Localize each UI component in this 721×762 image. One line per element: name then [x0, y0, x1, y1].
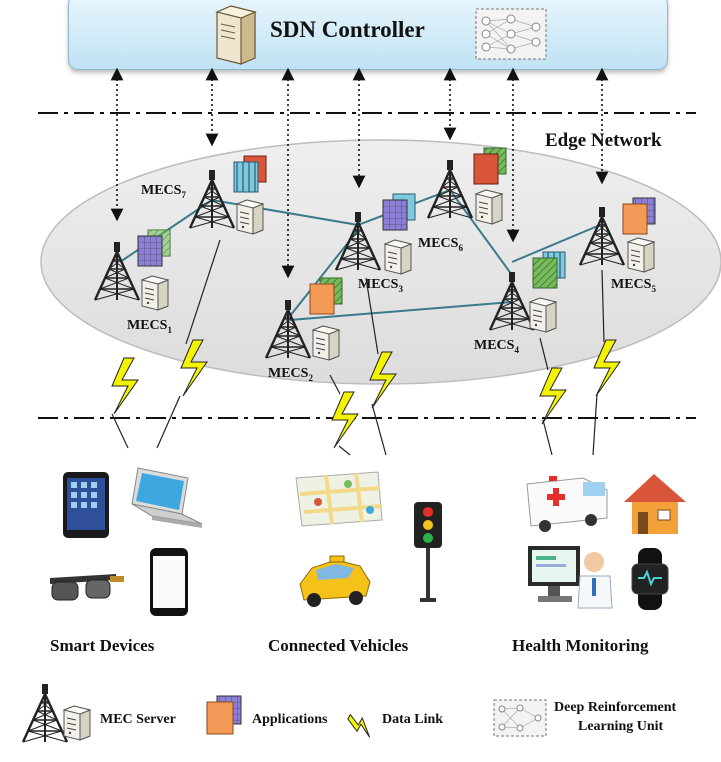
- legend-data-link-label: Data Link: [382, 712, 444, 727]
- mecs-label-3: MECS3: [358, 277, 403, 294]
- smartphone-icon: [150, 548, 188, 616]
- category-health-monitoring: Health Monitoring: [512, 636, 649, 655]
- legend-drl-label-line1: Deep Reinforcement: [554, 700, 677, 715]
- legend-drl-label-line2: Learning Unit: [578, 719, 664, 734]
- house-icon: [624, 474, 686, 534]
- mecs-label-5: MECS5: [611, 277, 656, 294]
- server-icon: [627, 237, 655, 273]
- tablet-icon: [63, 472, 109, 538]
- server-icon: [312, 325, 340, 361]
- category-connected-vehicles: Connected Vehicles: [268, 636, 409, 655]
- legend-application-icon: [206, 695, 242, 735]
- application-stack-icon: [382, 193, 416, 231]
- application-stack-icon: [532, 251, 566, 289]
- mecs-label-1: MECS1: [127, 318, 172, 335]
- server-icon: [236, 199, 264, 235]
- legend-neural-network-icon: [493, 699, 547, 737]
- lightning-link-icon: [539, 367, 567, 425]
- lightning-link-icon: [331, 391, 359, 449]
- server-icon: [141, 275, 169, 311]
- application-stack-icon: [137, 229, 171, 267]
- controller-neural-network-icon: [475, 8, 547, 60]
- sdn-controller-box: [68, 0, 668, 70]
- application-stack-icon: [622, 197, 656, 235]
- controller-server-icon: [215, 5, 257, 65]
- legend-lightning-icon: [347, 713, 371, 738]
- taxi-car-icon: [299, 555, 371, 607]
- server-icon: [384, 239, 412, 275]
- controller-title: SDN Controller: [270, 17, 425, 42]
- ambulance-icon: [526, 476, 608, 532]
- laptop-icon: [131, 467, 203, 528]
- control-links: [110, 67, 609, 279]
- server-icon: [529, 297, 557, 333]
- doctor-monitor-icon: [528, 546, 613, 609]
- mecs-label-4: MECS4: [474, 338, 519, 355]
- legend-server-icon: [63, 705, 91, 741]
- traffic-light-icon: [414, 502, 442, 602]
- legend-tower-icon: [21, 682, 69, 744]
- category-smart-devices: Smart Devices: [50, 636, 155, 655]
- legend-mec-server-label: MEC Server: [100, 712, 176, 727]
- lightning-link-icon: [111, 357, 139, 415]
- mecs-label-6: MECS6: [418, 236, 463, 253]
- edge-network-title: Edge Network: [545, 130, 662, 151]
- application-stack-icon: [309, 277, 343, 315]
- application-stack-icon: [473, 147, 507, 185]
- mecs-label-7: MECS7: [141, 183, 186, 200]
- application-stack-icon: [233, 155, 267, 193]
- city-map-icon: [295, 471, 383, 527]
- server-icon: [475, 189, 503, 225]
- smart-glasses-icon: [50, 574, 124, 601]
- smart-watch-icon: [631, 548, 669, 610]
- legend-applications-label: Applications: [252, 712, 328, 727]
- mecs-label-2: MECS2: [268, 366, 313, 383]
